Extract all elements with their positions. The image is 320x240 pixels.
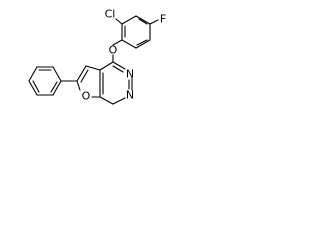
bond-aryl-2 [121, 15, 137, 25]
bond-aryl-3 [135, 15, 151, 25]
bond-aryl-6 [121, 39, 137, 49]
bond-pyr-double-a [112, 65, 124, 73]
furan-oxygen-label: O [82, 90, 91, 103]
molecule-structure: Cl F O N N O [28, 8, 167, 105]
bond-aryl-5 [135, 39, 151, 49]
bond-c-cl [115, 18, 123, 25]
chlorine-atom-label: Cl [105, 8, 116, 21]
bond-ph-double-c [50, 81, 58, 93]
bond-pyr-1 [112, 61, 126, 70]
bond-fur-double [80, 69, 89, 83]
bond-ph-3 [28, 66, 38, 82]
bond-pyr-6 [99, 61, 114, 71]
bond-ph-double-b [32, 80, 40, 93]
bond-fur-3 [76, 80, 81, 91]
bond-fur-1 [85, 65, 101, 71]
bond-fur-2 [76, 65, 87, 82]
atom-labels: Cl F O N N O [82, 8, 167, 103]
fluorine-atom-label: F [160, 13, 166, 26]
bond-pyr-4 [99, 96, 114, 105]
bond-ph-6 [52, 80, 62, 96]
bond-aryl-double-c [136, 39, 148, 46]
bond-ph-4 [28, 80, 38, 96]
bonds [28, 15, 159, 105]
pyrimidine-n1-label: N [126, 89, 134, 102]
bond-ph-1 [52, 66, 62, 82]
bond-aryl-double-b [138, 18, 148, 25]
pyrimidine-n3-label: N [126, 68, 134, 81]
bond-c-f [149, 19, 159, 25]
bond-aryl-o [112, 39, 123, 46]
ether-oxygen-label: O [109, 44, 118, 57]
bond-pyr-3 [112, 97, 126, 105]
